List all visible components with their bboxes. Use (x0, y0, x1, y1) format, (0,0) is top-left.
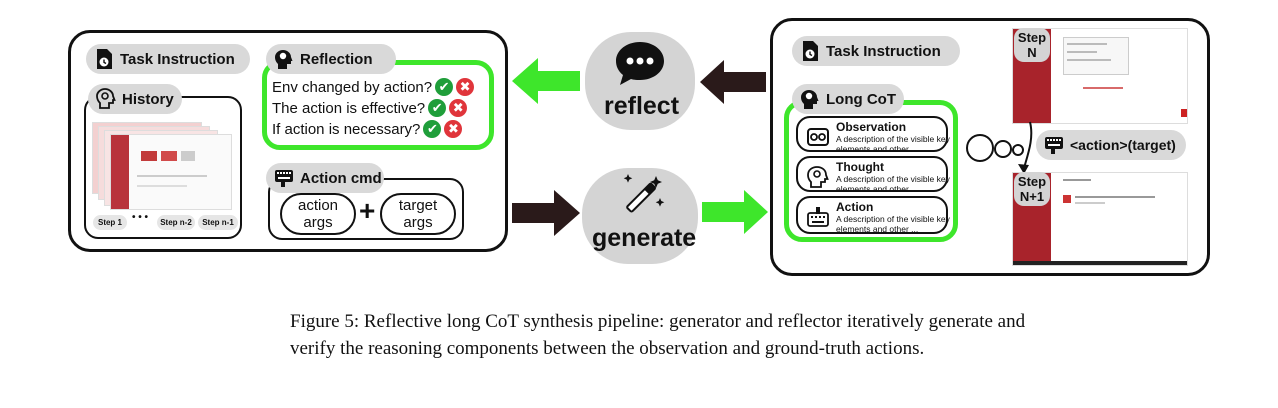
green-arrow-right-icon (702, 190, 768, 234)
action-args-line1: action (297, 197, 339, 214)
step-n1-line2: N+1 (1019, 189, 1045, 204)
lightbulb-head-icon (807, 166, 829, 188)
cot-title: Thought (836, 160, 884, 174)
keyboard-hand-icon (274, 167, 294, 189)
task-instruction-label: Task Instruction (120, 50, 235, 68)
thought-bubble-large (966, 134, 994, 162)
brain-head-icon (800, 88, 820, 110)
generate-label: generate (592, 224, 697, 252)
document-clock-icon (800, 40, 820, 62)
target-args-oval: target args (380, 193, 456, 235)
plus-sign: + (359, 195, 376, 226)
figure-caption: Figure 5: Reflective long CoT synthesis … (290, 308, 1240, 362)
cot-title: Observation (836, 120, 907, 134)
dark-arrow-right-icon (512, 190, 580, 236)
history-step-ellipsis: • • • (132, 212, 149, 223)
caption-line-2: verify the reasoning components between … (290, 338, 925, 359)
reflection-question-text: The action is effective? (272, 99, 426, 117)
history-screenshot (110, 134, 232, 210)
cot-desc: A description of the visible key element… (836, 174, 950, 194)
step-n-label: Step N (1014, 28, 1050, 62)
keyboard-hand-icon (1044, 134, 1064, 156)
task-instruction-pill-right: Task Instruction (792, 36, 960, 66)
caption-line-1: Figure 5: Reflective long CoT synthesis … (290, 311, 1026, 332)
long-cot-pill: Long CoT (792, 84, 904, 114)
history-step-n-2: Step n-2 (157, 215, 195, 230)
cot-thought: Thought A description of the visible key… (796, 156, 950, 194)
cot-desc: A description of the visible key element… (836, 134, 950, 154)
action-args-oval: action args (280, 193, 356, 235)
cross-icon: ✖ (449, 99, 468, 117)
step-n-line1: Step (1017, 30, 1047, 45)
check-icon: ✔ (423, 120, 442, 138)
reflection-question-3: If action is necessary? ✔ ✖ (272, 120, 463, 138)
cot-action: Action A description of the visible key … (796, 196, 950, 234)
speech-bubble-icon (616, 42, 664, 85)
observation-icon (807, 128, 829, 146)
reflection-question-2: The action is effective? ✔ ✖ (272, 99, 468, 117)
keyboard-hand-icon (807, 207, 829, 227)
generate-node (582, 168, 698, 264)
thought-bubble-medium (994, 140, 1012, 158)
task-instruction-label: Task Instruction (826, 42, 941, 60)
task-instruction-pill-left: Task Instruction (86, 44, 250, 74)
long-cot-label: Long CoT (826, 90, 896, 108)
cot-desc: A description of the visible key element… (836, 214, 950, 234)
step-n1-line1: Step (1017, 174, 1047, 189)
reflect-label: reflect (604, 92, 680, 120)
action-target-label: <action>(target) (1070, 137, 1176, 153)
dark-arrow-left-icon (700, 60, 766, 104)
reflection-label: Reflection (300, 50, 373, 68)
cross-icon: ✖ (444, 120, 463, 138)
cross-icon: ✖ (456, 78, 475, 96)
step-n-line2: N (1027, 45, 1037, 60)
action-target-pill: <action>(target) (1036, 130, 1186, 160)
reflection-question-1: Env changed by action? ✔ ✖ (272, 78, 475, 96)
reflection-pill: Reflection (266, 44, 396, 74)
action-args-line2: args (303, 214, 333, 231)
magic-wand-icon (623, 174, 665, 213)
check-icon: ✔ (428, 99, 447, 117)
green-arrow-left-icon (512, 58, 580, 104)
cot-observation: Observation A description of the visible… (796, 116, 950, 154)
history-head-icon (96, 88, 116, 110)
document-clock-icon (94, 48, 114, 70)
curved-arrow-down-icon (1018, 121, 1033, 174)
step-n1-label: Step N+1 (1014, 172, 1050, 206)
check-icon: ✔ (435, 78, 454, 96)
cot-title: Action (836, 200, 874, 214)
reflection-question-text: If action is necessary? (272, 120, 421, 138)
reflection-question-text: Env changed by action? (272, 78, 433, 96)
history-step-1: Step 1 (93, 215, 127, 230)
action-cmd-label: Action cmd (300, 169, 382, 187)
action-cmd-pill: Action cmd (266, 163, 384, 193)
target-args-line1: target (398, 197, 438, 214)
history-label: History (122, 90, 174, 108)
thought-bubble-small (1012, 144, 1024, 156)
history-pill: History (88, 84, 182, 114)
target-args-line2: args (403, 214, 433, 231)
history-step-n-1: Step n-1 (198, 215, 238, 230)
brain-head-icon (274, 48, 294, 70)
